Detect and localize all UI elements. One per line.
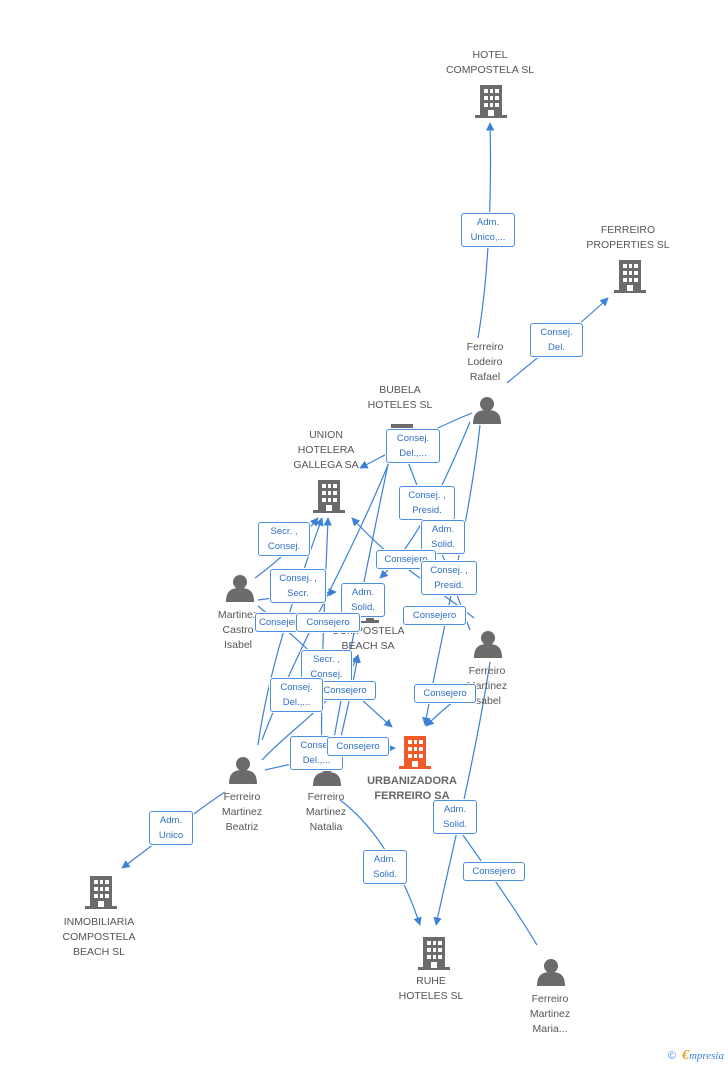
node-label-bubela-hoteles[interactable]: BUBELA HOTELES SL: [367, 384, 433, 411]
edge-label[interactable]: Adm. Unico,...: [461, 213, 515, 247]
union-hotelera-building-icon: [313, 480, 345, 513]
empresia-logo-text: mpresia: [688, 1050, 724, 1062]
edge-label[interactable]: Consejero: [327, 737, 389, 756]
edge-label[interactable]: Adm. Solid.: [433, 800, 477, 834]
node-label-ruhe-hoteles[interactable]: RUHE HOTELES SL: [398, 975, 464, 1002]
edge: [320, 517, 332, 763]
node-label-hotel-compostela[interactable]: HOTEL COMPOSTELA SL: [445, 49, 535, 76]
node-label-ferreiro-martinez-maria[interactable]: Ferreiro Martinez Maria...: [529, 993, 571, 1035]
edge-label[interactable]: Consejero: [403, 606, 466, 625]
ferreiro-martinez-isabel-person-icon: [474, 631, 502, 658]
node-label-ferreiro-lodeiro-rafael[interactable]: Ferreiro Lodeiro Rafael: [466, 341, 504, 383]
edge: [455, 824, 538, 946]
ferreiro-martinez-maria-person-icon: [537, 959, 565, 986]
ferreiro-martinez-beatriz-person-icon: [229, 757, 257, 784]
edge-label[interactable]: Consejero: [463, 862, 525, 881]
hotel-compostela-building-icon: [475, 85, 507, 118]
edge-label[interactable]: Consej. , Presid.: [399, 486, 455, 520]
edge-label[interactable]: Consejero: [414, 684, 476, 703]
edge-label[interactable]: Consejero: [314, 681, 376, 700]
martinez-castro-isabel-person-icon: [226, 575, 254, 602]
node-label-union-hotelera[interactable]: UNION HOTELERA GALLEGA SA: [293, 429, 359, 471]
edge-label[interactable]: Adm. Solid.: [363, 850, 407, 884]
urbanizadora-building-icon: [399, 736, 431, 769]
ferreiro-lodeiro-rafael-person-icon: [473, 397, 501, 424]
ferreiro-properties-building-icon: [614, 260, 646, 293]
copyright-icon: ©: [667, 1050, 676, 1062]
node-label-ferreiro-martinez-beatriz[interactable]: Ferreiro Martinez Beatriz: [221, 791, 263, 833]
edge-label[interactable]: Secr. , Consej.: [258, 522, 310, 556]
edge-label[interactable]: Adm. Solid.: [421, 520, 465, 554]
edge-label[interactable]: Consej. Del.,...: [386, 429, 440, 463]
edge-label[interactable]: Consej. , Presid.: [421, 561, 477, 595]
edge-label[interactable]: Consejero: [296, 613, 360, 632]
edge-label[interactable]: Consej. Del.,...: [270, 678, 323, 712]
node-label-ferreiro-martinez-isabel[interactable]: Ferreiro Martinez Isabel: [466, 665, 508, 707]
node-label-martinez-castro-isabel[interactable]: Martinez Castro Isabel: [217, 609, 259, 651]
node-label-ferreiro-properties[interactable]: FERREIRO PROPERTIES SL: [586, 224, 670, 251]
node-label-ferreiro-martinez-natalia[interactable]: Ferreiro Martinez Natalia: [305, 791, 347, 833]
edge-label[interactable]: Consej. , Secr.: [270, 569, 326, 603]
edge-label[interactable]: Adm. Unico: [149, 811, 193, 845]
empresia-logo-mark: €: [681, 1048, 689, 1063]
ruhe-hoteles-building-icon: [418, 937, 450, 970]
footer-brand[interactable]: © €mpresia: [668, 1048, 724, 1064]
inmobiliaria-building-icon: [85, 876, 117, 909]
node-label-urbanizadora[interactable]: URBANIZADORA FERREIRO SA: [367, 775, 457, 802]
edge-label[interactable]: Adm. Solid.: [341, 583, 385, 617]
edge-label[interactable]: Consej. Del.: [530, 323, 583, 357]
node-label-inmobiliaria[interactable]: INMOBILIARIA COMPOSTELA BEACH SL: [62, 916, 136, 958]
